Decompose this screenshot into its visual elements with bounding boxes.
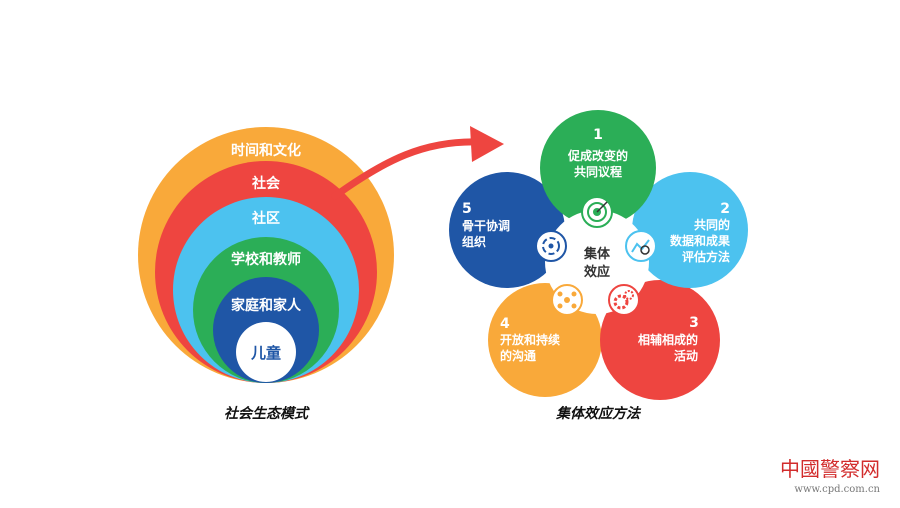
chart-magnifier-icon [625,230,657,262]
petal-1-line1: 促成改变的 [567,148,628,163]
cycle-people-icon [535,230,567,262]
watermark: 中國警察网 www.cpd.com.cn [780,457,881,495]
gears-icon [608,284,640,316]
petal-2-line2: 数据和成果 [670,233,730,248]
petal-1-circle [540,110,656,226]
left-caption: 社会生态模式 [224,405,310,422]
petal-5-line1: 骨干协调 [462,218,510,233]
social-ecology-model: 时间和文化 社会 社区 学校和教师 家庭和家人 儿童 社会生态模式 [138,127,394,422]
petal-2-circle [632,172,748,288]
right-caption: 集体效应方法 [555,405,642,422]
center-label-line2: 效应 [584,264,610,280]
petal-2-line3: 评估方法 [682,249,730,264]
petal-4-number: 4 [500,316,510,332]
ring-label-child: 儿童 [250,344,281,362]
arrow-head [470,126,504,162]
collective-impact-flower: 集体 效应 [449,110,748,422]
connector-arrow [331,126,504,200]
ring-label-community: 社区 [251,210,280,227]
ring-child [236,322,296,382]
ring-label-society: 社会 [251,175,281,192]
petal-2-number: 2 [720,201,730,217]
watermark-url: www.cpd.com.cn [794,484,880,495]
ring-label-time-culture: 时间和文化 [231,142,301,159]
watermark-logo-text: 中國警察网 [780,457,880,481]
petal-5-number: 5 [462,201,472,217]
petal-3-line2: 活动 [674,348,698,363]
ring-label-family: 家庭和家人 [231,297,302,314]
petal-1-number: 1 [593,127,603,143]
petal-3-number: 3 [689,315,699,331]
petal-5-line2: 组织 [462,234,486,249]
petal-4-line1: 开放和持续 [500,332,560,347]
petal-4-line2: 的沟通 [500,348,536,363]
petal-3-line1: 相辅相成的 [638,332,698,347]
petal-1-line2: 共同议程 [574,164,622,179]
arrow-shaft [331,138,484,200]
petal-5-circle [449,172,565,288]
ring-label-school-teachers: 学校和教师 [231,251,301,268]
target-icon [581,196,613,228]
petal-2-line1: 共同的 [694,217,730,232]
center-label-line1: 集体 [583,246,611,262]
people-network-icon [551,284,583,316]
